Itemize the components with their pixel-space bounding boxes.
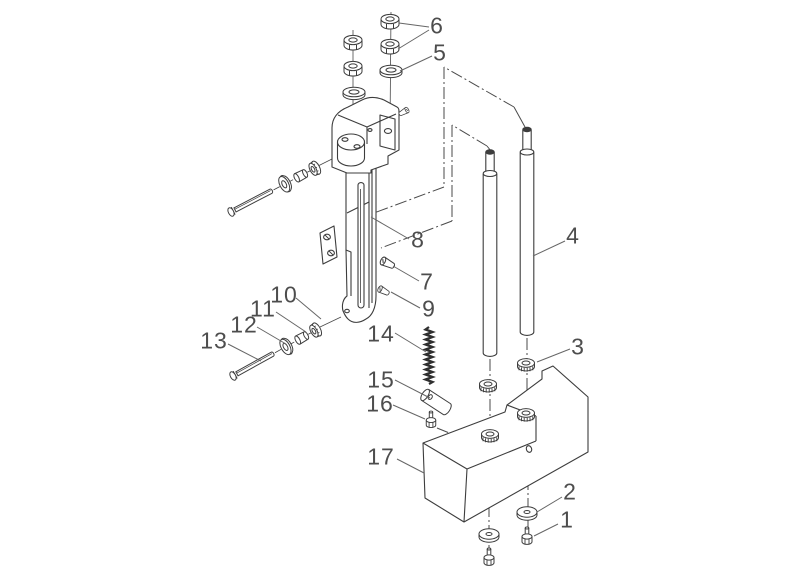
guide-rod-right [519,126,535,336]
part-label-4: 4 [566,222,580,249]
part-label-11: 11 [250,295,276,322]
hex-nut [380,13,400,30]
part-label-14: 14 [367,320,395,347]
head-bracket [331,96,400,174]
part-label-13: 13 [200,327,228,354]
part-label-17: 17 [367,443,395,470]
block-threaded-hole-left [481,429,499,444]
hex-nut [343,34,363,51]
part-label-8: 8 [411,226,425,253]
support-arm [341,165,377,323]
part-label-16: 16 [366,390,394,417]
bottom-screw-left [483,547,495,566]
set-screw [425,410,437,429]
hex-nut [343,60,363,77]
flat-washer-top [342,86,366,101]
side-plate [319,225,338,265]
flat-washer-left [478,528,500,543]
leader-lines [227,22,571,537]
part-label-15: 15 [367,366,395,393]
bolt-assembly-upper [224,157,324,222]
part-label-5: 5 [433,39,447,66]
knurled-washer-item3 [517,358,535,373]
bottom-screw-right [521,526,533,545]
part-label-9: 9 [422,295,436,322]
part-label-10: 10 [270,281,298,308]
part-label-6: 6 [430,12,444,39]
part-label-1: 1 [560,506,574,533]
knurled-washer-left [479,379,497,394]
flat-washer-right [516,506,538,521]
small-screw-item9 [376,284,391,298]
part-label-3: 3 [571,333,585,360]
hex-nut [380,38,400,55]
part-label-2: 2 [563,478,577,505]
dowel-pin-item7 [378,255,397,271]
flat-washer-top [379,64,403,79]
block-threaded-hole-right [517,408,535,423]
guide-rod-left [482,149,498,357]
part-label-7: 7 [420,268,434,295]
part-label-12: 12 [230,311,258,338]
head-small-screw [397,106,411,118]
spring [422,326,436,385]
pivot-cylinder [420,388,452,416]
